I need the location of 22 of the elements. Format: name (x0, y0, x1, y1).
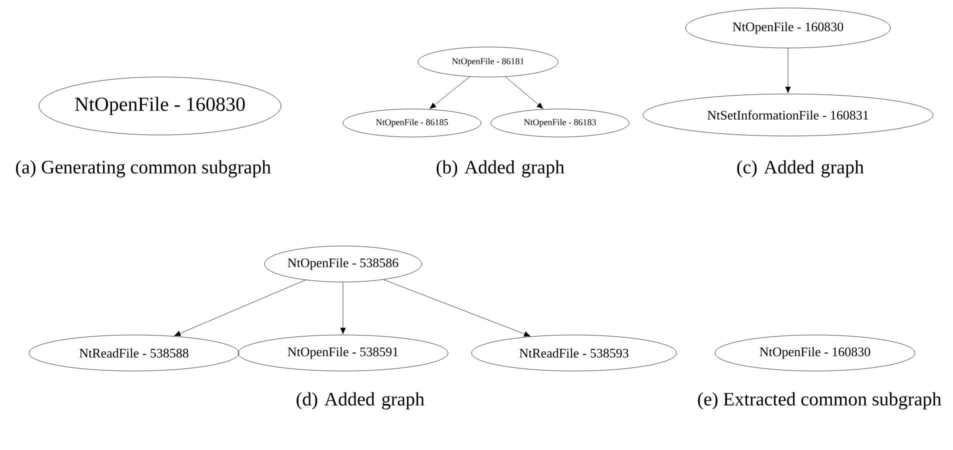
graph-node: NtSetInformationFile - 160831 (642, 94, 934, 136)
arrow (430, 76, 470, 109)
graph-node: NtOpenFile - 86181 (418, 46, 558, 78)
arrow (785, 48, 791, 94)
graph-node: NtOpenFile - 538586 (264, 246, 422, 282)
subfigure-caption: (a) Generating common subgraph (16, 160, 271, 178)
graph-node: NtReadFile - 538593 (471, 334, 677, 372)
arrow (340, 282, 346, 334)
graph-node: NtReadFile - 538588 (28, 334, 240, 372)
subfigure-caption: (c) Added graph (737, 160, 864, 178)
graph-node: NtOpenFile - 86183 (490, 108, 630, 138)
graph-node: NtOpenFile - 538591 (238, 334, 448, 372)
graph-node: NtOpenFile - 160830 (714, 334, 916, 372)
graph-node: NtOpenFile - 160830 (38, 76, 282, 136)
subfigure-caption: (b) Added graph (436, 160, 564, 178)
graph-node: NtOpenFile - 160830 (685, 8, 891, 48)
subfigure-caption: (d) Added graph (296, 392, 424, 410)
arrow (505, 76, 544, 109)
arrow (383, 279, 531, 337)
arrow (174, 280, 306, 336)
graph-node: NtOpenFile - 86185 (342, 108, 482, 138)
subfigure-caption: (e) Extracted common subgraph (698, 392, 942, 410)
